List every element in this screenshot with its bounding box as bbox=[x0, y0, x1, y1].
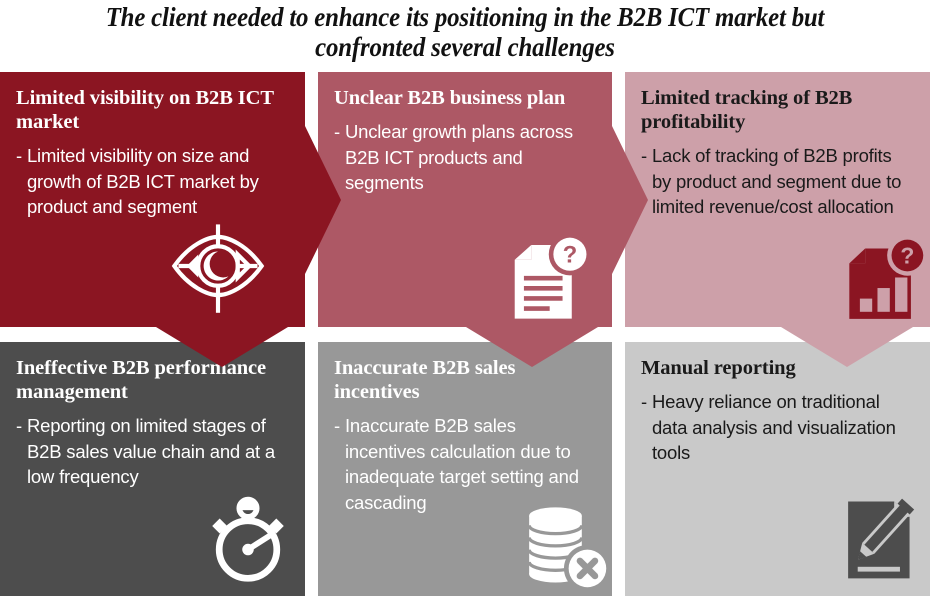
svg-text:?: ? bbox=[563, 242, 578, 269]
chevron-down-icon bbox=[781, 327, 913, 367]
chevron-down-icon bbox=[156, 327, 288, 367]
bullet-dash: - bbox=[16, 415, 22, 436]
card-bullet: - Reporting on limited stages of B2B sal… bbox=[16, 413, 289, 490]
bar-chart-question-icon: ? bbox=[849, 237, 925, 319]
coins-error-icon bbox=[527, 507, 610, 591]
card-unclear-business-plan[interactable]: Unclear B2B business plan - Unclear grow… bbox=[318, 72, 648, 367]
svg-text:?: ? bbox=[900, 242, 914, 268]
card-heading: Unclear B2B business plan bbox=[334, 87, 566, 109]
bullet-text: Lack of tracking of B2B profits by produ… bbox=[651, 145, 902, 217]
card-ineffective-performance-management[interactable]: Ineffective B2B performance management -… bbox=[0, 342, 305, 596]
card-heading: Manual reporting bbox=[641, 357, 796, 379]
challenge-card-grid: Limited visibility on B2B ICT market - L… bbox=[0, 72, 930, 596]
document-pen-icon bbox=[848, 498, 915, 579]
eye-target-icon bbox=[171, 224, 265, 313]
card-bullet: - Inaccurate B2B sales incentives calcul… bbox=[334, 413, 596, 515]
bullet-dash: - bbox=[641, 391, 647, 412]
page-title: The client needed to enhance its positio… bbox=[0, 2, 930, 62]
card-limited-tracking-profitability[interactable]: Limited tracking of B2B profitability - … bbox=[625, 72, 930, 367]
bullet-text: Heavy reliance on traditional data analy… bbox=[651, 391, 896, 463]
bullet-text: Reporting on limited stages of B2B sales… bbox=[26, 415, 276, 487]
card-bullet: - Heavy reliance on traditional data ana… bbox=[641, 389, 914, 466]
chevron-right-icon bbox=[305, 126, 341, 274]
card-bullet: - Limited visibility on size and growth … bbox=[16, 143, 289, 220]
stopwatch-icon bbox=[212, 496, 284, 582]
card-heading: Limited visibility on B2B ICT market bbox=[16, 87, 274, 133]
page-title-line-2: confronted several challenges bbox=[315, 32, 615, 62]
bullet-text: Unclear growth plans across B2B ICT prod… bbox=[344, 121, 573, 193]
card-bullet: - Lack of tracking of B2B profits by pro… bbox=[641, 143, 914, 220]
card-limited-visibility[interactable]: Limited visibility on B2B ICT market - L… bbox=[0, 72, 341, 367]
card-heading: Limited tracking of B2B profitability bbox=[641, 87, 853, 133]
page-title-line-1: The client needed to enhance its positio… bbox=[105, 2, 825, 32]
bullet-dash: - bbox=[334, 415, 340, 436]
bullet-dash: - bbox=[16, 145, 22, 166]
bullet-text: Limited visibility on size and growth of… bbox=[26, 145, 259, 217]
card-manual-reporting[interactable]: Manual reporting - Heavy reliance on tra… bbox=[625, 342, 930, 596]
bullet-text: Inaccurate B2B sales incentives calculat… bbox=[344, 415, 579, 513]
card-bullet: - Unclear growth plans across B2B ICT pr… bbox=[334, 119, 596, 196]
chevron-right-icon bbox=[612, 126, 648, 274]
chevron-down-icon bbox=[466, 327, 598, 367]
document-question-icon: ? bbox=[514, 234, 592, 319]
card-inaccurate-sales-incentives[interactable]: Inaccurate B2B sales incentives - Inaccu… bbox=[318, 342, 612, 596]
